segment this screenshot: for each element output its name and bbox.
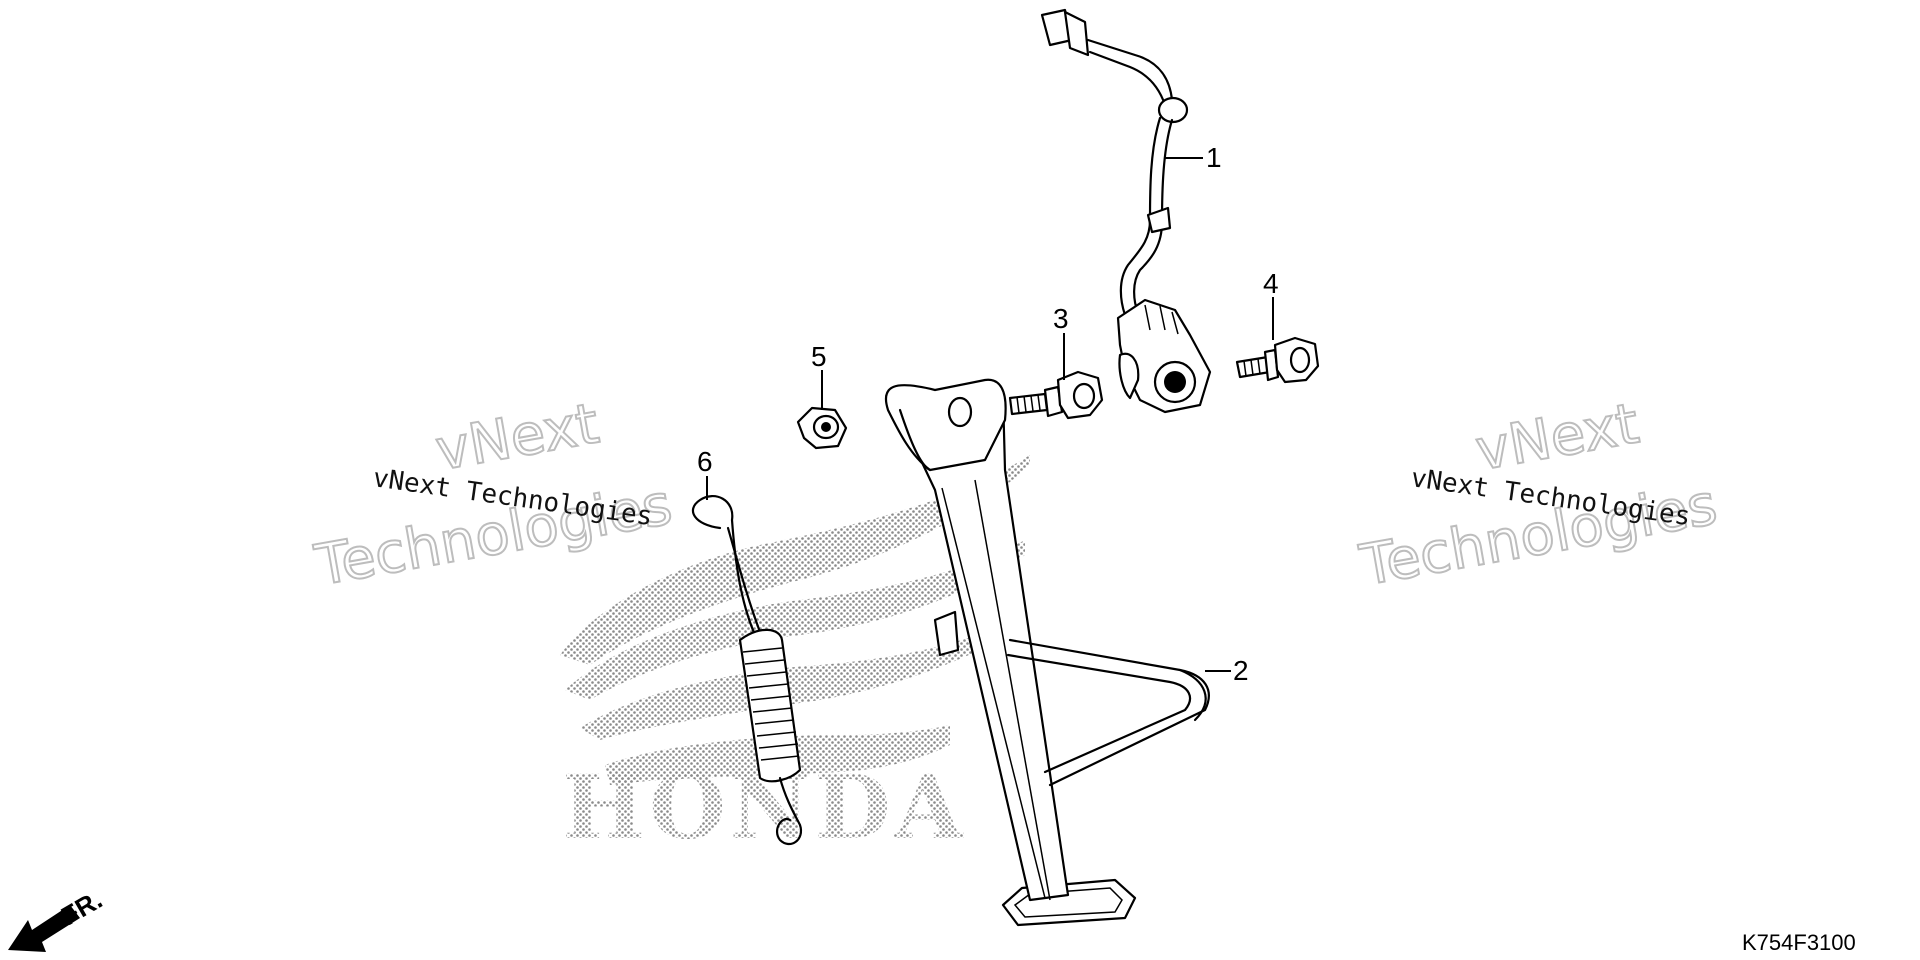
- callout-2[interactable]: 2: [1233, 655, 1249, 686]
- callout-4[interactable]: 4: [1263, 268, 1279, 299]
- watermark-left: vNext Technologies vNext Technologies: [309, 390, 678, 600]
- callout-5[interactable]: 5: [811, 341, 827, 372]
- part-switch-bolt[interactable]: [1235, 336, 1320, 384]
- watermark-right: vNext Technologies vNext Technologies: [1354, 390, 1723, 600]
- part-stand-bolt[interactable]: [1008, 370, 1104, 420]
- diagram-code: K754F3100: [1742, 930, 1856, 955]
- callout-3[interactable]: 3: [1053, 303, 1069, 334]
- honda-wing-logo: HONDA: [560, 455, 1030, 859]
- front-direction-arrow-icon: [8, 905, 80, 952]
- callouts: 1 2 3 4 5 6: [697, 142, 1279, 686]
- part-nut[interactable]: [796, 406, 848, 450]
- callout-6[interactable]: 6: [697, 446, 713, 477]
- part-side-stand[interactable]: [884, 378, 1210, 927]
- watermark-big-line1: vNext: [431, 391, 603, 483]
- spring-coils: [738, 628, 802, 783]
- callout-1[interactable]: 1: [1206, 142, 1222, 173]
- watermark-big-line1: vNext: [1471, 391, 1643, 483]
- front-direction-arrow: FR.: [8, 884, 107, 952]
- part-stand-spring[interactable]: [692, 494, 803, 846]
- part-side-stand-switch[interactable]: [1040, 8, 1212, 414]
